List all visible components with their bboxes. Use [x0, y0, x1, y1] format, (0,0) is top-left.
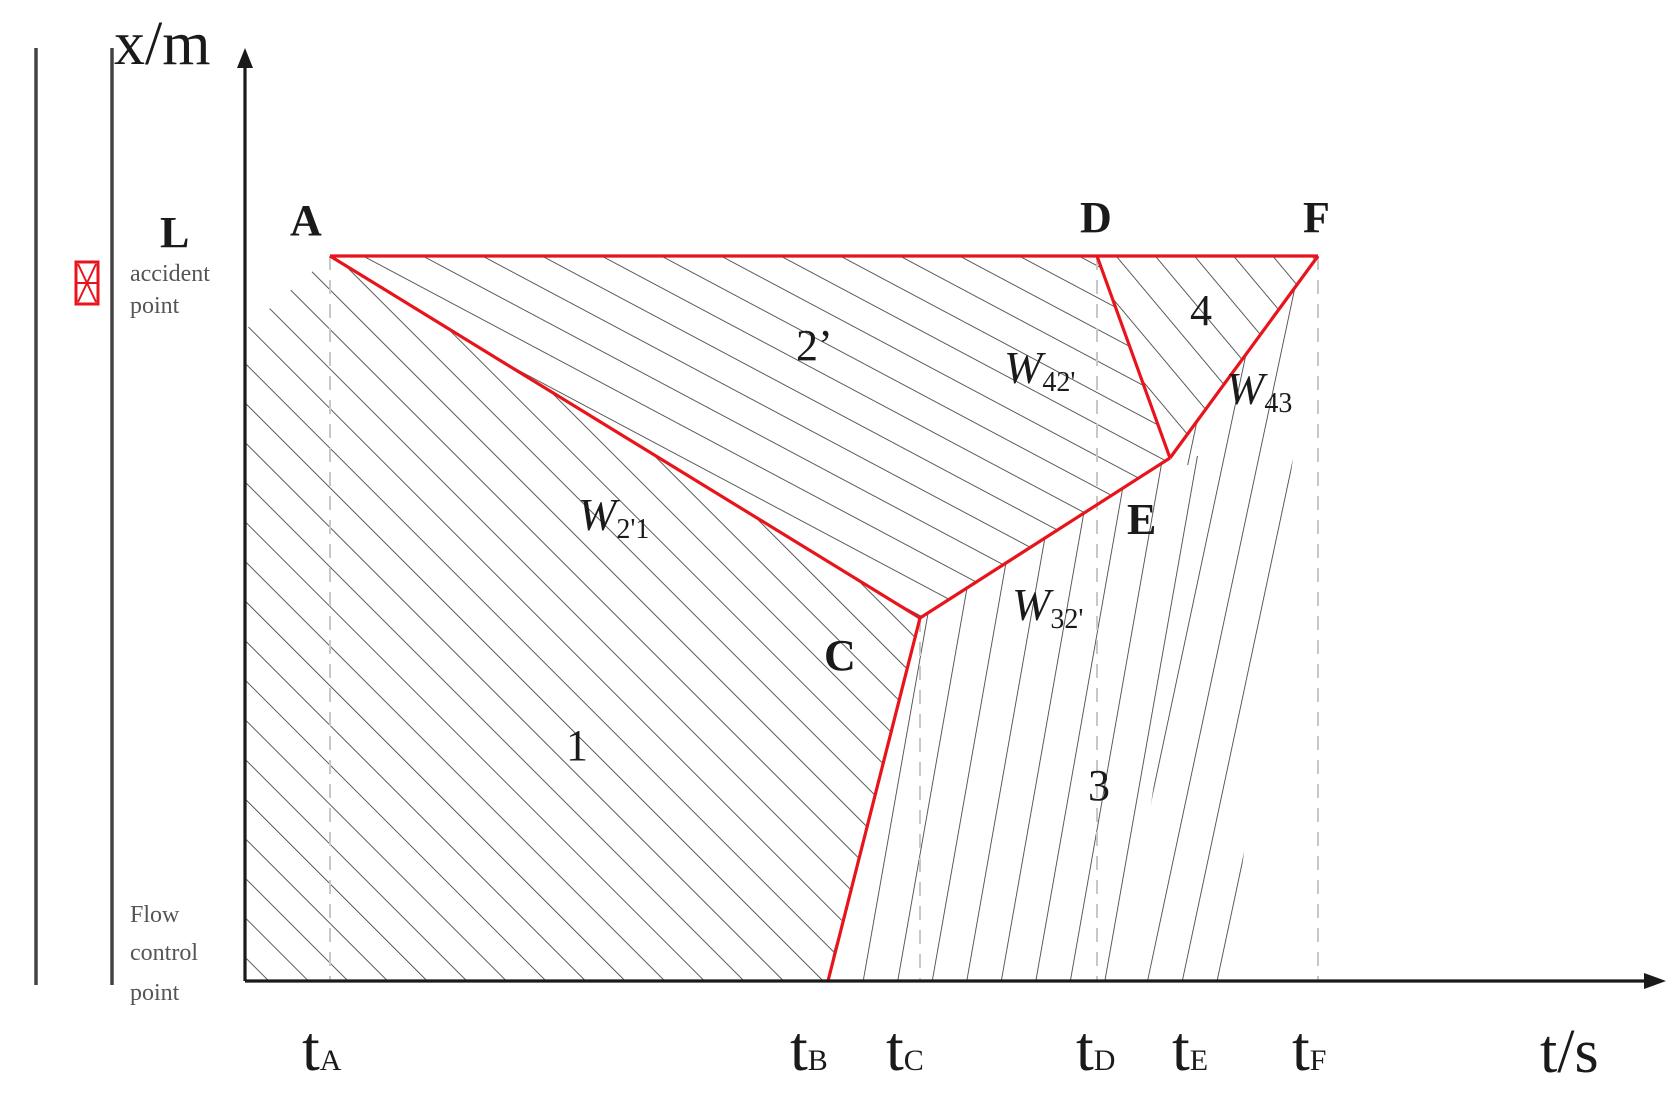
- region-label-3: 3: [1088, 761, 1110, 810]
- region-1-fill: [245, 256, 920, 981]
- wave-label-32: W32': [1012, 579, 1083, 635]
- accident-marker-icon: [74, 260, 100, 306]
- tick-label-tF: tF: [1292, 1013, 1326, 1084]
- y-mark-L: L: [160, 208, 189, 257]
- tick-label-tA: tA: [302, 1013, 342, 1084]
- point-label-A: A: [290, 196, 322, 245]
- accident-point-label-1: accident: [130, 261, 210, 287]
- region-2-fill: [330, 256, 1170, 618]
- x-axis-title: t/s: [1540, 1018, 1599, 1086]
- y-axis-title: x/m: [114, 10, 210, 78]
- boundary-C-B: [826, 617, 922, 982]
- wave-label-43: W43: [1226, 363, 1292, 419]
- x-axis-arrow-icon: [1644, 973, 1666, 989]
- tick-label-tC: tC: [886, 1013, 924, 1084]
- boundary-A-C: [329, 254, 921, 620]
- tick-label-tD: tD: [1076, 1013, 1115, 1084]
- flow-control-label-1: Flow: [130, 902, 180, 928]
- point-label-E: E: [1127, 495, 1156, 544]
- tick-label-tE: tE: [1172, 1013, 1208, 1084]
- region-3-fill: [826, 455, 1210, 981]
- accident-point-label-2: point: [130, 293, 180, 319]
- region-label-4: 4: [1190, 286, 1212, 335]
- boundary-E-F: [1168, 255, 1320, 459]
- point-label-D: D: [1080, 193, 1112, 242]
- point-label-F: F: [1303, 193, 1330, 242]
- region-label-1: 1: [566, 721, 588, 770]
- y-axis-arrow-icon: [237, 48, 253, 68]
- flow-control-label-3: point: [130, 980, 180, 1006]
- flow-control-label-2: control: [130, 940, 198, 966]
- wave-label-42: W42': [1004, 342, 1075, 398]
- region-4-fill: [1125, 256, 1318, 981]
- wave-label-21: W2'1: [578, 489, 649, 545]
- region-label-2: 2’: [796, 321, 833, 370]
- boundary-C-E: [919, 456, 1171, 620]
- point-label-C: C: [824, 631, 856, 680]
- boundary-D-E: [1095, 255, 1172, 459]
- tick-label-tB: tB: [790, 1013, 828, 1084]
